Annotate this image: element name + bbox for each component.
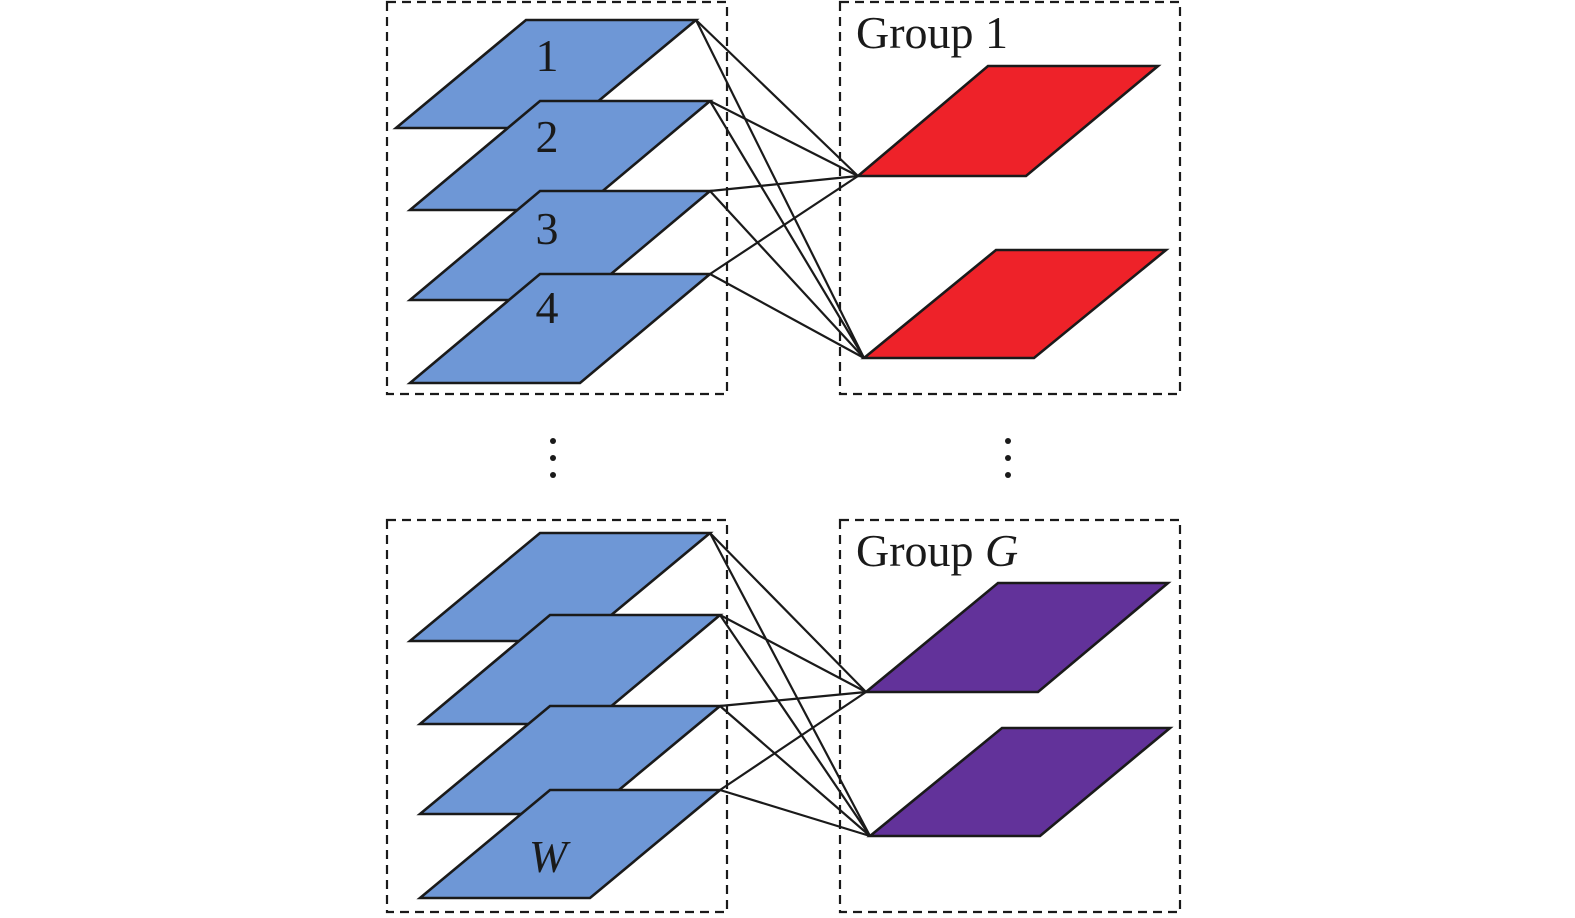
group-ellipsis bbox=[1005, 438, 1011, 478]
top-connections bbox=[695, 19, 865, 359]
layer-label-1: 1 bbox=[536, 30, 559, 81]
top-input-stack: 1 2 3 4 bbox=[392, 18, 714, 385]
layer-label-3: 3 bbox=[536, 203, 559, 254]
group-1-plane-1 bbox=[854, 64, 1162, 178]
bottom-input-stack: W bbox=[406, 531, 724, 900]
layer-label-w: W bbox=[529, 831, 571, 882]
group-1-planes bbox=[854, 64, 1170, 360]
group-1-title: Group 1 bbox=[856, 7, 1008, 58]
bottom-group-frame bbox=[838, 518, 1182, 914]
group-g-title-prefix: Group bbox=[856, 525, 985, 576]
layer-label-2: 2 bbox=[536, 111, 559, 162]
bottom-input-frame bbox=[385, 518, 729, 914]
layer-label-4: 4 bbox=[536, 282, 559, 333]
top-group-frame bbox=[838, 0, 1182, 396]
group-g-plane-2 bbox=[866, 726, 1174, 838]
input-ellipsis bbox=[550, 438, 556, 478]
group-g-planes bbox=[862, 581, 1174, 838]
input-layer-w bbox=[416, 788, 724, 900]
group-g-title: Group G bbox=[856, 525, 1018, 576]
group-1-plane-2 bbox=[860, 248, 1170, 360]
bottom-connections bbox=[709, 532, 871, 838]
group-g-plane-1 bbox=[862, 581, 1172, 694]
group-g-title-var: G bbox=[985, 525, 1018, 576]
top-input-frame bbox=[385, 0, 729, 396]
input-layer-4 bbox=[406, 272, 714, 385]
